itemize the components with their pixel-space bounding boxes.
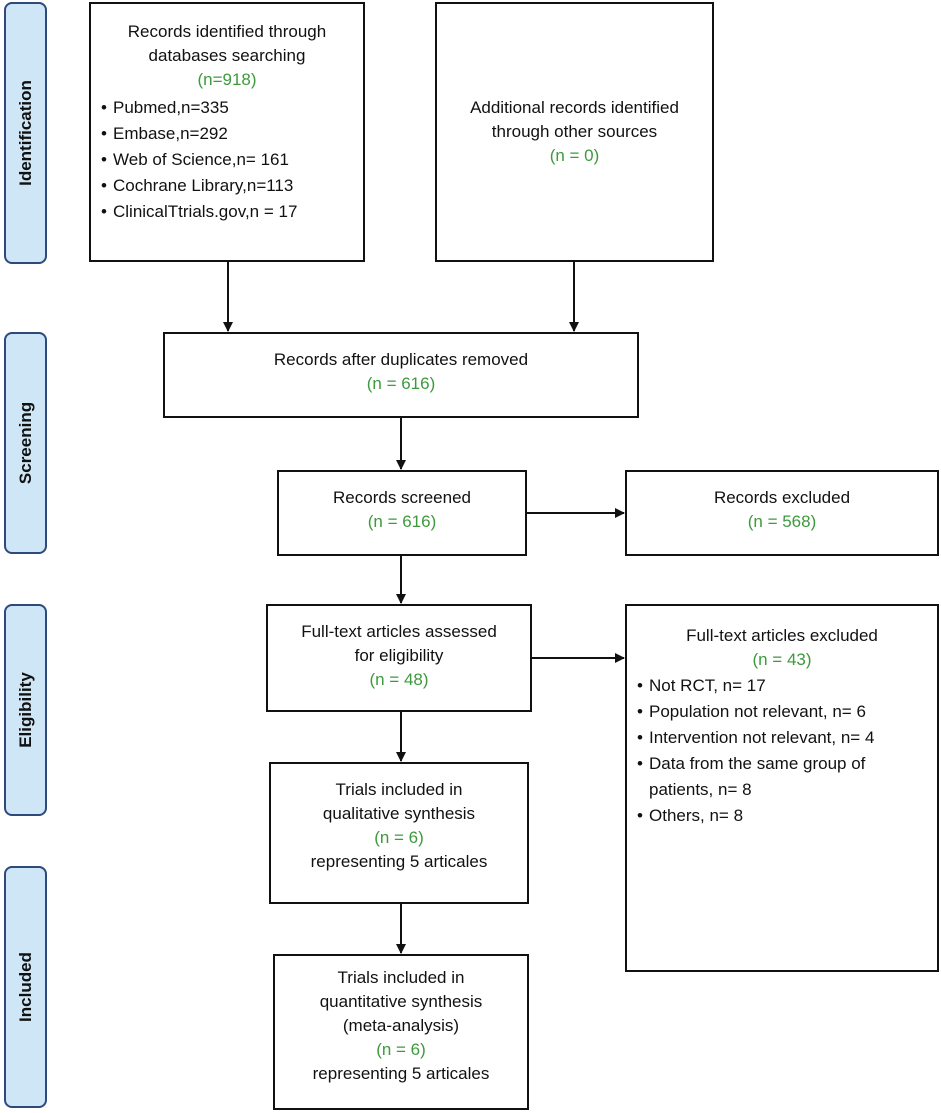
records-screened-count: (n = 616) — [367, 512, 437, 531]
database-item: Web of Science,n= 161 — [101, 148, 363, 172]
other-sources-line2: through other sources — [491, 122, 658, 141]
exclusion-reason-item: Others, n= 8 — [637, 804, 937, 828]
database-search-title-line1: Records identified through — [127, 22, 327, 41]
exclusion-reason-continuation: patients, n= 8 — [649, 780, 752, 799]
phase-eligibility: Eligibility — [4, 604, 47, 816]
database-item: Pubmed,n=335 — [101, 96, 363, 120]
qualitative-line1: Trials included in — [335, 780, 463, 799]
exclusion-reason-item: Data from the same group of — [637, 752, 937, 776]
database-list: Pubmed,n=335 Embase,n=292 Web of Science… — [91, 96, 363, 224]
fulltext-assessed-line2: for eligibility — [354, 646, 444, 665]
records-excluded-box: Records excluded (n = 568) — [625, 470, 939, 556]
quantitative-count: (n = 6) — [376, 1040, 426, 1059]
records-screened-box: Records screened (n = 616) — [277, 470, 527, 556]
qualitative-line2: qualitative synthesis — [322, 804, 476, 823]
database-search-count: (n=918) — [197, 70, 257, 89]
exclusion-reason-item: Population not relevant, n= 6 — [637, 700, 937, 724]
fulltext-excluded-count: (n = 43) — [752, 650, 812, 669]
quantitative-line3: (meta-analysis) — [342, 1016, 460, 1035]
database-item: Cochrane Library,n=113 — [101, 174, 363, 198]
duplicates-removed-label: Records after duplicates removed — [273, 350, 529, 369]
exclusion-reasons-list: Not RCT, n= 17 Population not relevant, … — [627, 674, 937, 828]
exclusion-reason-item: Not RCT, n= 17 — [637, 674, 937, 698]
fulltext-assessed-count: (n = 48) — [369, 670, 429, 689]
fulltext-excluded-label: Full-text articles excluded — [686, 626, 878, 645]
fulltext-excluded-box: Full-text articles excluded (n = 43) Not… — [625, 604, 939, 972]
qualitative-count: (n = 6) — [374, 828, 424, 847]
qualitative-line4: representing 5 articales — [310, 852, 488, 871]
fulltext-assessed-line1: Full-text articles assessed — [301, 622, 497, 641]
duplicates-removed-count: (n = 616) — [366, 374, 436, 393]
duplicates-removed-box: Records after duplicates removed (n = 61… — [163, 332, 639, 418]
database-item: Embase,n=292 — [101, 122, 363, 146]
quantitative-synthesis-box: Trials included in quantitative synthesi… — [273, 954, 529, 1110]
records-excluded-count: (n = 568) — [747, 512, 817, 531]
quantitative-line1: Trials included in — [337, 968, 465, 987]
exclusion-reason-item: Intervention not relevant, n= 4 — [637, 726, 937, 750]
quantitative-line2: quantitative synthesis — [319, 992, 483, 1011]
phase-included: Included — [4, 866, 47, 1108]
records-screened-label: Records screened — [333, 488, 471, 507]
records-excluded-label: Records excluded — [713, 488, 851, 507]
other-sources-line1: Additional records identified — [470, 98, 679, 117]
fulltext-assessed-box: Full-text articles assessed for eligibil… — [266, 604, 532, 712]
phase-identification: Identification — [4, 2, 47, 264]
quantitative-line5: representing 5 articales — [312, 1064, 490, 1083]
database-search-title-line2: databases searching — [148, 46, 306, 65]
database-search-box: Records identified through databases sea… — [89, 2, 365, 262]
phase-screening: Screening — [4, 332, 47, 554]
other-sources-count: (n = 0) — [549, 146, 600, 165]
qualitative-synthesis-box: Trials included in qualitative synthesis… — [269, 762, 529, 904]
other-sources-box: Additional records identified through ot… — [435, 2, 714, 262]
database-item: ClinicalTtrials.gov,n = 17 — [101, 200, 363, 224]
